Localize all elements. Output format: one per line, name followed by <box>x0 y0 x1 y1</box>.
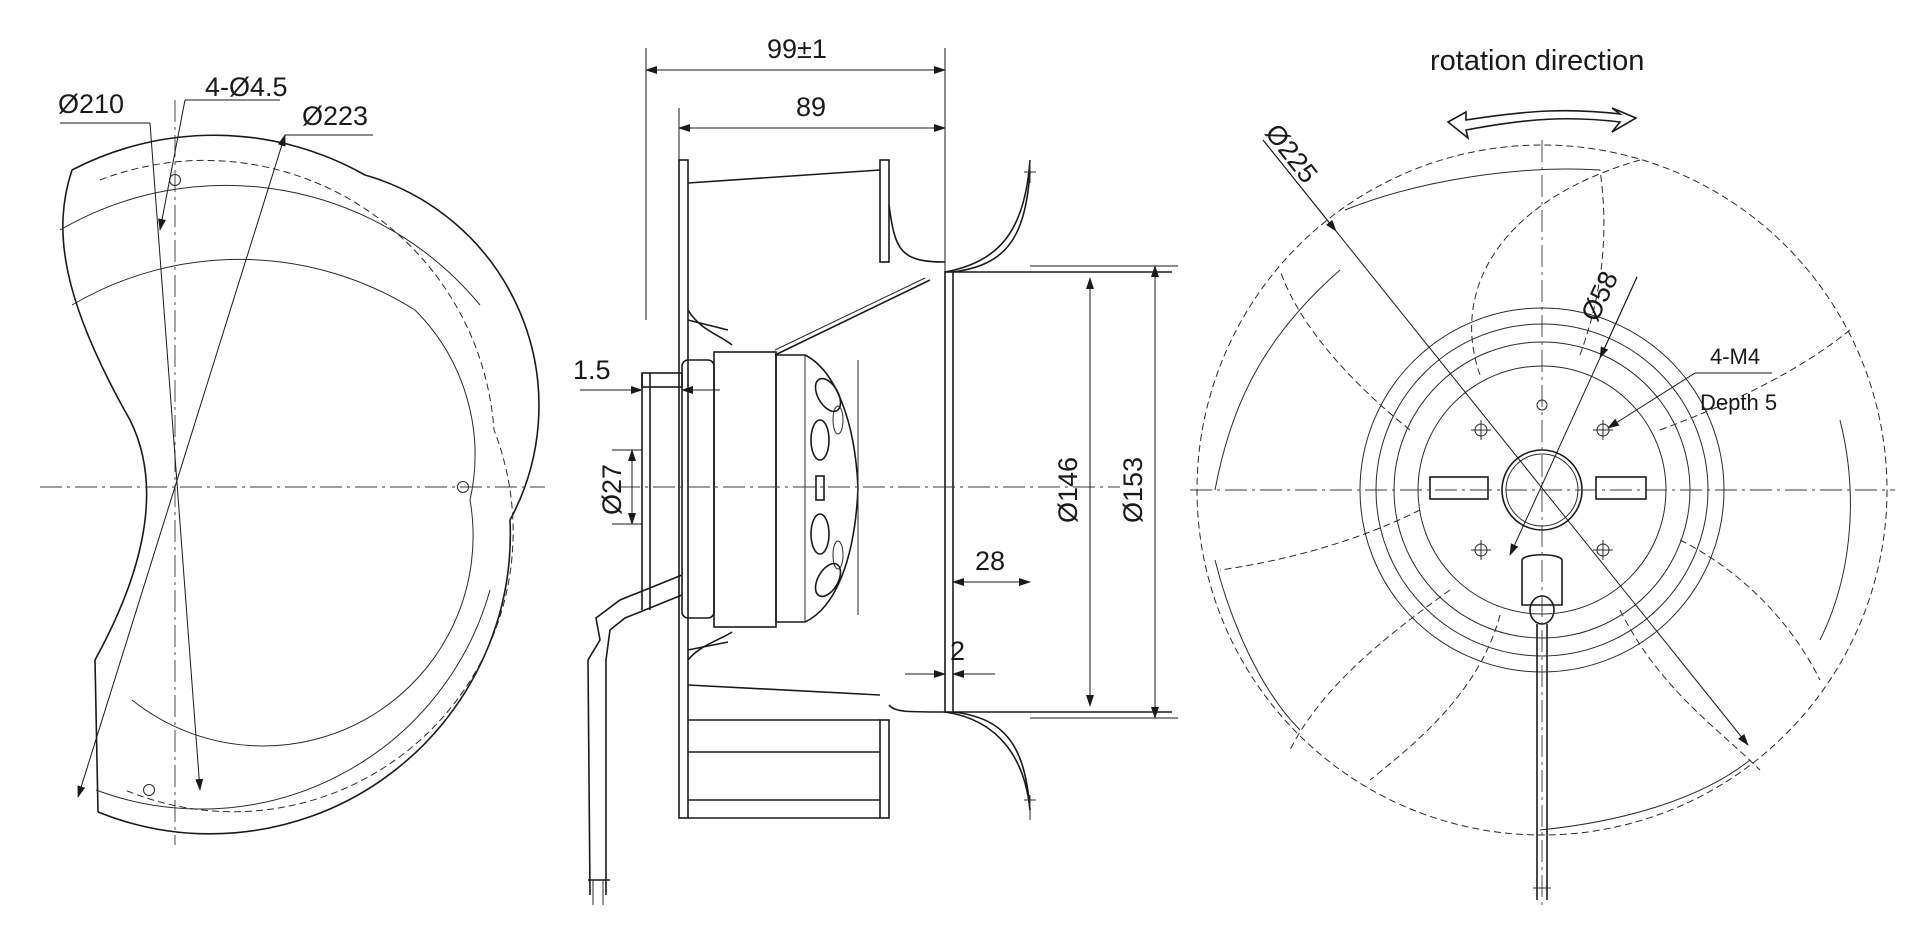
dim-inlet-dia-large: Ø153 <box>1030 265 1178 719</box>
dim-ring-inner: Ø210 <box>58 89 204 791</box>
dim-bolt-circle: Ø58 <box>1509 267 1638 556</box>
dim-shaft-step-label: 1.5 <box>573 355 611 385</box>
dim-holes: 4-Ø4.5 <box>158 72 288 231</box>
blade-9 <box>1219 509 1421 571</box>
dim-threads: 4-M4 Depth 5 <box>1607 344 1777 429</box>
dim-hub-diameter: Ø27 <box>597 449 642 525</box>
rotation-direction-label: rotation direction <box>1430 45 1644 77</box>
front-view: rotation direction <box>1190 45 1895 905</box>
impeller-backplate <box>678 159 946 819</box>
dim-flange-gap-label: 2 <box>950 636 965 666</box>
inlet-ring-outline <box>59 134 540 835</box>
motor-vents <box>810 377 844 598</box>
blade-2 <box>1659 329 1851 431</box>
dim-thread-spec-label: 4-M4 <box>1710 344 1760 369</box>
blade-8 <box>1369 614 1501 781</box>
dim-inlet-dia-small-label: Ø146 <box>1053 457 1083 523</box>
dim-holes-label: 4-Ø4.5 <box>205 72 288 102</box>
blade-4 <box>1289 589 1451 751</box>
dim-body-width-label: 89 <box>796 92 826 122</box>
hub-slot-right <box>1595 476 1647 500</box>
threaded-holes <box>1471 399 1613 560</box>
hub-slot-left <box>1429 476 1489 500</box>
dim-ring-inner-label: Ø210 <box>58 89 124 119</box>
blade-3 <box>1619 609 1761 771</box>
inlet-flange <box>944 159 1172 820</box>
dim-impeller-diameter: Ø225 <box>1259 118 1749 746</box>
motor <box>587 351 859 905</box>
dim-inlet-depth: 28 <box>952 546 1031 586</box>
dim-shaft-step: 1.5 <box>573 355 720 394</box>
dim-ring-outer-label: Ø223 <box>302 101 368 131</box>
impeller-blades <box>1214 159 1851 831</box>
side-view: 99±1 89 <box>573 34 1178 905</box>
dim-bolt-circle-label: Ø58 <box>1575 267 1624 326</box>
dim-ring-outer: Ø223 <box>77 101 373 798</box>
dim-impeller-diameter-label: Ø225 <box>1259 118 1323 189</box>
mounting-hole-bottom <box>143 784 155 796</box>
inlet-ring-centerlines <box>40 100 545 845</box>
rotation-arrow <box>1446 107 1638 141</box>
dim-inlet-dia-small: Ø146 <box>1053 277 1094 707</box>
dim-flange-gap: 2 <box>905 636 995 678</box>
blade-1 <box>1471 159 1641 376</box>
mounting-hole-right <box>457 481 469 493</box>
dim-hub-diameter-label: Ø27 <box>597 464 627 515</box>
blade-line-2 <box>774 277 926 351</box>
blade-6 <box>1579 169 1605 356</box>
dim-overall-width-label: 99±1 <box>767 34 827 64</box>
inlet-ring-view: Ø210 4-Ø4.5 Ø223 <box>40 72 545 845</box>
dim-body-width: 89 <box>678 92 946 160</box>
dim-thread-depth-label: Depth 5 <box>1700 390 1777 415</box>
motor-shaft <box>641 372 683 388</box>
dim-inlet-depth-label: 28 <box>975 546 1005 576</box>
dim-inlet-dia-large-label: Ø153 <box>1118 457 1148 523</box>
blade-line <box>774 279 931 356</box>
dim-overall-width: 99±1 <box>645 34 946 320</box>
blade-7 <box>1679 539 1821 681</box>
motor-cable <box>587 574 683 896</box>
blade-5 <box>1279 269 1411 431</box>
